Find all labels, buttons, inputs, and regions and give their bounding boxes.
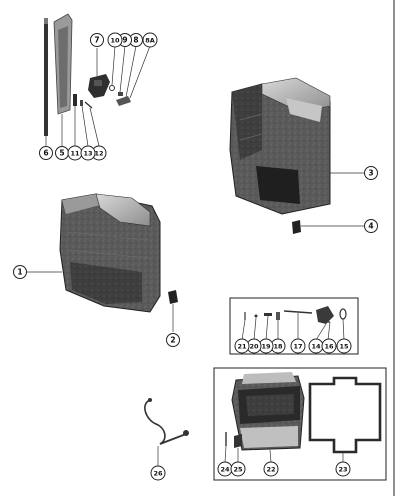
callout-number: 20 <box>249 343 259 351</box>
sleeve-part-8a <box>116 96 131 106</box>
callout-number: 19 <box>261 343 271 351</box>
pin-part-12 <box>84 101 93 109</box>
callout-24: 24 <box>217 461 233 477</box>
callout-1: 1 <box>13 265 27 279</box>
callout-number: 2 <box>170 336 175 345</box>
callout-26: 26 <box>150 465 166 481</box>
leader-line-22 <box>269 449 272 463</box>
callout-number: 8 <box>133 36 138 45</box>
callout-22: 22 <box>263 461 279 477</box>
callout-5: 5 <box>55 146 69 160</box>
cable-part-26 <box>144 398 189 445</box>
callout-number: 22 <box>266 466 275 474</box>
washer-part-10 <box>109 85 115 91</box>
callout-25: 25 <box>230 461 246 477</box>
callout-number: 9 <box>122 36 127 45</box>
bracket-part-7 <box>88 74 110 98</box>
callout-number: 24 <box>220 466 230 474</box>
top-cover-kit-box <box>213 367 387 481</box>
callout-19: 19 <box>258 338 274 354</box>
callout-number: 5 <box>59 149 64 158</box>
spacer-part-19 <box>264 313 272 316</box>
latch-part-14 <box>316 306 334 324</box>
callout-11: 11 <box>67 145 83 161</box>
lower-cowl-housing-part-1 <box>59 193 161 313</box>
bracket-part-25 <box>234 434 242 448</box>
callout-number: 21 <box>237 343 247 351</box>
top-cover-part-22 <box>231 372 305 451</box>
callout-21: 21 <box>234 338 250 354</box>
callout-number: 13 <box>83 150 92 158</box>
callout-number: 26 <box>153 470 163 478</box>
clip-part-4 <box>292 220 301 234</box>
knob-part-15 <box>339 308 347 320</box>
callout-number: 17 <box>293 343 302 351</box>
callout-number: 15 <box>339 343 349 351</box>
callout-number: 8A <box>145 37 155 45</box>
callout-13: 13 <box>80 145 96 161</box>
washer-part-20 <box>254 314 258 318</box>
spring-part-13 <box>80 100 83 106</box>
callout-17: 17 <box>290 338 306 354</box>
callout-number: 10 <box>110 37 120 45</box>
callout-6: 6 <box>39 146 53 160</box>
callout-number: 25 <box>233 466 243 474</box>
callout-number: 3 <box>368 169 373 178</box>
callout-number: 1 <box>17 268 22 277</box>
bushing-part-18 <box>276 312 280 320</box>
screw-part-11 <box>73 94 77 106</box>
callout-number: 6 <box>43 149 48 158</box>
callout-7: 7 <box>90 33 104 47</box>
callout-number: 16 <box>324 343 334 351</box>
callout-2: 2 <box>166 333 180 347</box>
clip-part-2 <box>168 290 178 304</box>
callout-8a: 8A <box>142 32 158 48</box>
lower-cowl-housing-part-3 <box>229 77 331 215</box>
callout-14: 14 <box>308 338 324 354</box>
callout-number: 12 <box>94 150 103 158</box>
leader-lines-kit <box>241 313 345 341</box>
small-parts-kit-box <box>229 297 359 355</box>
leader-line-24 <box>224 445 227 463</box>
callout-16: 16 <box>321 338 337 354</box>
callout-3: 3 <box>364 166 378 180</box>
strip-part-5 <box>53 13 73 115</box>
gasket-part-23 <box>308 376 382 454</box>
rod-part-6 <box>44 18 48 136</box>
callout-15: 15 <box>336 338 352 354</box>
callout-number: 23 <box>338 466 347 474</box>
callout-4: 4 <box>364 219 378 233</box>
callout-number: 18 <box>273 343 283 351</box>
callout-10: 10 <box>107 32 123 48</box>
callout-number: 4 <box>368 222 373 231</box>
callout-number: 14 <box>311 343 321 351</box>
callout-23: 23 <box>335 461 351 477</box>
leader-lines-top-left <box>45 45 151 147</box>
callout-number: 11 <box>70 150 80 158</box>
clip-part-9 <box>118 92 123 96</box>
shaft-part-17 <box>283 310 313 314</box>
callout-number: 7 <box>94 36 99 45</box>
